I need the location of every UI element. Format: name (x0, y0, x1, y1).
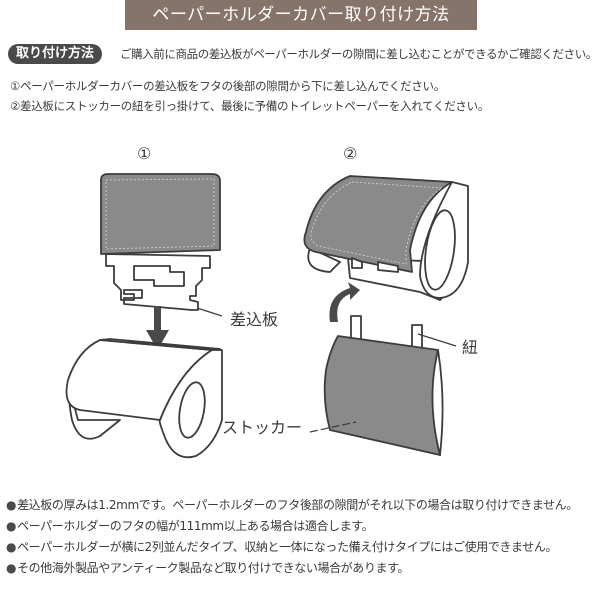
stocker (323, 315, 444, 456)
cover-flap (100, 173, 221, 311)
note-item: ●その他海外製品やアンティーク製品など取り付けできない場合があります。 (6, 561, 410, 575)
bullet-icon: ● (6, 540, 17, 554)
insert-plate-label: 差込板 (230, 310, 279, 329)
leader-line-stocker (309, 421, 357, 433)
step-1-number: ① (137, 144, 152, 163)
page-title: ペーパーホルダーカバー取り付け方法 (125, 0, 477, 30)
step-2-number: ② (343, 144, 358, 163)
notes-list: ●差込板の厚みは1.2mmです。ペーパーホルダーのフタ後部の隙間がそれ以下の場合… (6, 495, 600, 579)
step-1-text: ①ペーパーホルダーカバーの差込板をフタの後部の隙間から下に差し込んでください。 (10, 79, 445, 93)
bullet-icon: ● (6, 519, 17, 533)
paper-holder-step1 (65, 338, 223, 459)
arrow-down-icon (146, 306, 169, 350)
step-2-text: ②差込板にストッカーの紐を引っ掛けて、最後に予備のトイレットペーパーを入れてくだ… (10, 99, 490, 113)
paper-holder-step2 (303, 175, 469, 301)
string-label: 紐 (462, 338, 479, 357)
stocker-label: ストッカー (222, 418, 303, 437)
note-item: ●ペーパーホルダーのフタの幅が111mm以上ある場合は適合します。 (6, 519, 374, 533)
leader-line-string (417, 333, 457, 347)
intro-section: 取り付け方法 ご購入前に商品の差込板がペーパーホルダーの隙間に差し込むことができ… (8, 44, 598, 64)
note-item: ●差込板の厚みは1.2mmです。ペーパーホルダーのフタ後部の隙間がそれ以下の場合… (6, 498, 578, 512)
leader-line (196, 307, 223, 317)
curved-arrow-icon (329, 282, 360, 322)
bullet-icon: ● (6, 561, 17, 575)
instructions-badge: 取り付け方法 (8, 44, 103, 64)
intro-text: ご購入前に商品の差込板がペーパーホルダーの隙間に差し込むことができるかご確認くだ… (120, 47, 597, 61)
bullet-icon: ● (6, 498, 17, 512)
note-item: ●ペーパーホルダーが横に2列並んだタイプ、収納と一体になった備え付けタイプにはご… (6, 540, 558, 554)
